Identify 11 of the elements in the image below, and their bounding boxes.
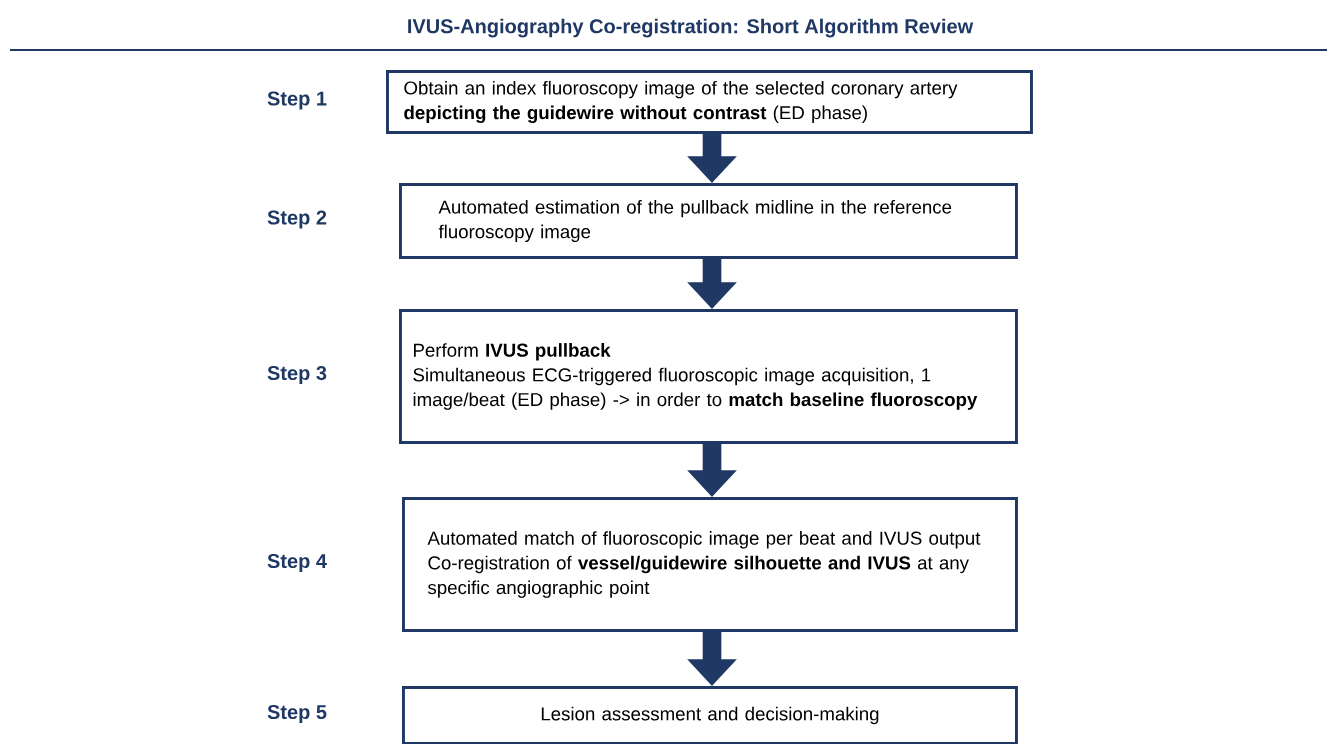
step-box: Automated estimation of the pullback midline in the reference fluoroscopy image — [399, 183, 1018, 259]
step-label: Step 1 — [267, 91, 327, 110]
step-label: Step 3 — [267, 365, 327, 385]
step-box: Lesion assessment and decision-making — [402, 686, 1018, 744]
step-box: Automated match of fluoroscopic image per beat and IVUS output Co-registration of vessel/guidewire silhouette and IVUS at any specific angiographic point — [402, 497, 1018, 632]
step-box: Perform IVUS pullback Simultaneous ECG-triggered fluoroscopic image acquisition, 1 image/beat (ED phase) -> in order to match baseline fluoroscopy — [399, 309, 1018, 444]
step-label: Step 4 — [267, 553, 327, 573]
step-label: Step 2 — [267, 210, 327, 229]
step-label: Step 5 — [267, 704, 327, 724]
step-box: Obtain an index fluoroscopy image of the selected coronary artery depicting the guidewire without contrast (ED phase) — [386, 70, 1033, 134]
title: IVUS-Angiography Co-registration: Short Algorithm Review — [408, 18, 974, 38]
